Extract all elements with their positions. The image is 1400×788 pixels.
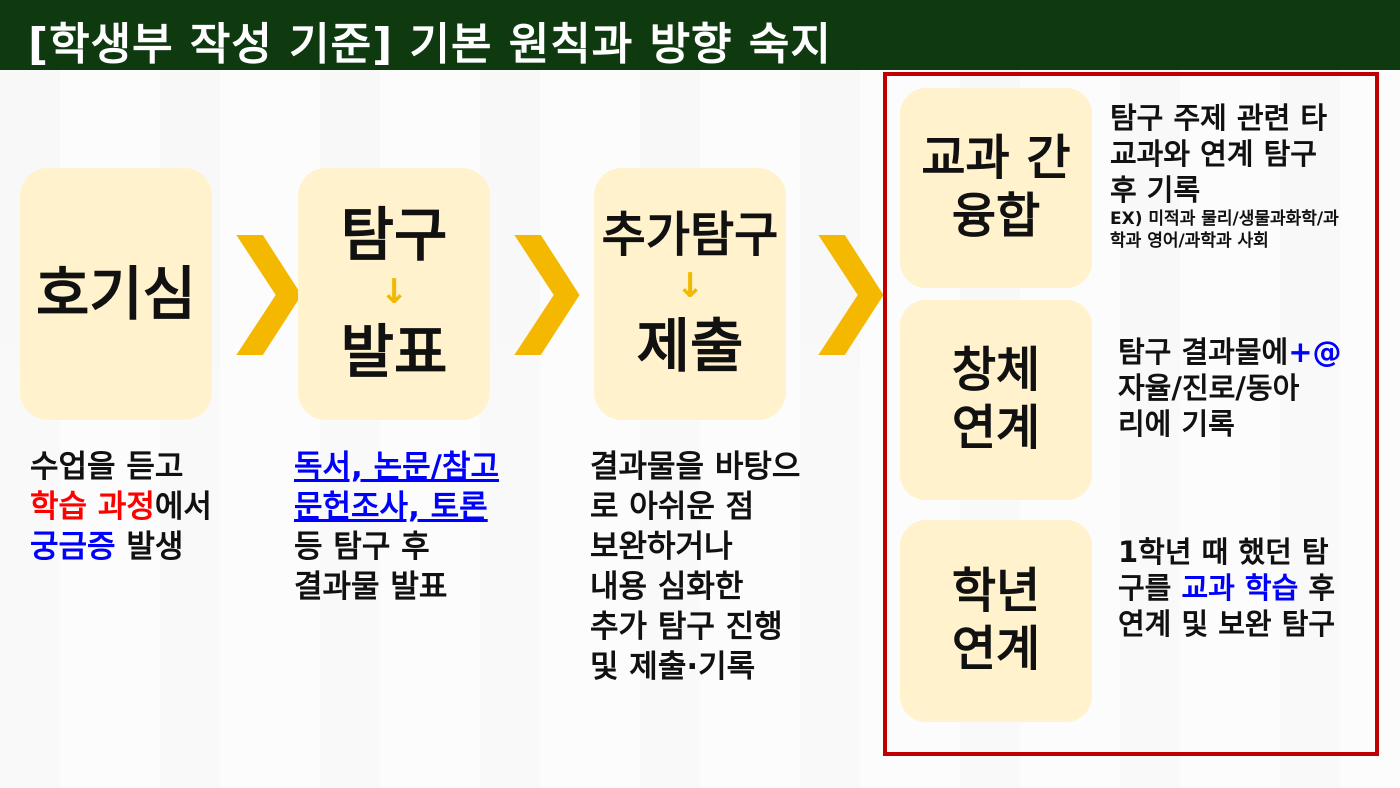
- step-presentation-label: 발표: [341, 319, 448, 386]
- step-submission-label: 제출: [637, 313, 744, 380]
- desc-line: 교과와 연계 탐구: [1110, 136, 1339, 172]
- creative-activity-description: 탐구 결과물에+@ 자율/진로/동아 리에 기록: [1118, 334, 1342, 442]
- desc-line: 등 탐구 후: [294, 527, 499, 567]
- desc-line-linked: 문헌조사, 토론: [294, 487, 499, 527]
- example-line: EX) 미적과 물리/생물과화학/과: [1110, 208, 1339, 230]
- desc-line: 후 기록: [1110, 172, 1339, 208]
- title-bar: [학생부 작성 기준] 기본 원칙과 방향 숙지: [0, 0, 1400, 70]
- cross-subject-label-2: 융합: [952, 188, 1040, 246]
- desc-line: 및 제출·기록: [590, 647, 800, 687]
- desc-line: 연계 및 보완 탐구: [1118, 606, 1335, 642]
- step-extra-inquiry-box: 추가탐구 ↓ 제출: [594, 168, 786, 420]
- desc-line-linked: 독서, 논문/참고: [294, 447, 499, 487]
- desc-text: 구를: [1118, 571, 1181, 605]
- desc-line: 궁금증 발생: [30, 527, 212, 567]
- desc-line: 탐구 결과물에+@: [1118, 334, 1342, 370]
- highlight-blue: +@: [1288, 335, 1341, 369]
- arrow-down-icon: ↓: [380, 275, 409, 309]
- step-curiosity-box: 호기심: [20, 168, 212, 420]
- creative-activity-box: 창체 연계: [900, 300, 1092, 500]
- desc-line: 구를 교과 학습 후: [1118, 570, 1335, 606]
- grade-linkage-box: 학년 연계: [900, 520, 1092, 722]
- highlight-blue: 궁금증: [30, 529, 116, 565]
- creative-activity-label-2: 연계: [952, 400, 1040, 458]
- step-extra-inquiry-label: 추가탐구: [602, 208, 779, 263]
- desc-line: 보완하거나: [590, 527, 800, 567]
- cross-subject-box: 교과 간 융합: [900, 88, 1092, 288]
- step-curiosity-label: 호기심: [36, 261, 196, 328]
- desc-line: 결과물을 바탕으: [590, 447, 800, 487]
- desc-line: 결과물 발표: [294, 567, 499, 607]
- creative-activity-label-1: 창체: [952, 342, 1040, 400]
- curiosity-description: 수업을 듣고 학습 과정에서 궁금증 발생: [30, 447, 212, 567]
- highlight-blue: 교과 학습: [1181, 571, 1298, 605]
- desc-line: 탐구 주제 관련 타: [1110, 100, 1339, 136]
- extra-inquiry-description: 결과물을 바탕으 로 아쉬운 점 보완하거나 내용 심화한 추가 탐구 진행 및…: [590, 447, 800, 687]
- desc-line: 내용 심화한: [590, 567, 800, 607]
- desc-line: 리에 기록: [1118, 406, 1342, 442]
- example-line: 학과 영어/과학과 사회: [1110, 230, 1339, 252]
- cross-subject-label-1: 교과 간: [921, 130, 1070, 188]
- inquiry-description: 독서, 논문/참고 문헌조사, 토론 등 탐구 후 결과물 발표: [294, 447, 499, 607]
- grade-linkage-description: 1학년 때 했던 탐 구를 교과 학습 후 연계 및 보완 탐구: [1118, 534, 1335, 642]
- desc-line: 학습 과정에서: [30, 487, 212, 527]
- desc-line: 수업을 듣고: [30, 447, 212, 487]
- desc-line: 1학년 때 했던 탐: [1118, 534, 1335, 570]
- desc-line: 로 아쉬운 점: [590, 487, 800, 527]
- arrow-down-icon: ↓: [676, 269, 705, 303]
- desc-line: 자율/진로/동아: [1118, 370, 1342, 406]
- step-inquiry-label: 탐구: [341, 202, 448, 269]
- cross-subject-description: 탐구 주제 관련 타 교과와 연계 탐구 후 기록 EX) 미적과 물리/생물과…: [1110, 100, 1339, 252]
- desc-text: 후: [1298, 571, 1335, 605]
- desc-text: 탐구 결과물에: [1118, 335, 1288, 369]
- chevron-right-icon: ❯: [496, 226, 597, 346]
- desc-text: 발생: [116, 529, 184, 565]
- desc-line: 추가 탐구 진행: [590, 607, 800, 647]
- highlight-red: 학습 과정: [30, 489, 155, 525]
- grade-linkage-label-2: 연계: [952, 621, 1040, 679]
- grade-linkage-label-1: 학년: [952, 563, 1040, 621]
- page-title: [학생부 작성 기준] 기본 원칙과 방향 숙지: [28, 8, 832, 72]
- desc-text: 에서: [155, 489, 212, 525]
- step-inquiry-box: 탐구 ↓ 발표: [298, 168, 490, 420]
